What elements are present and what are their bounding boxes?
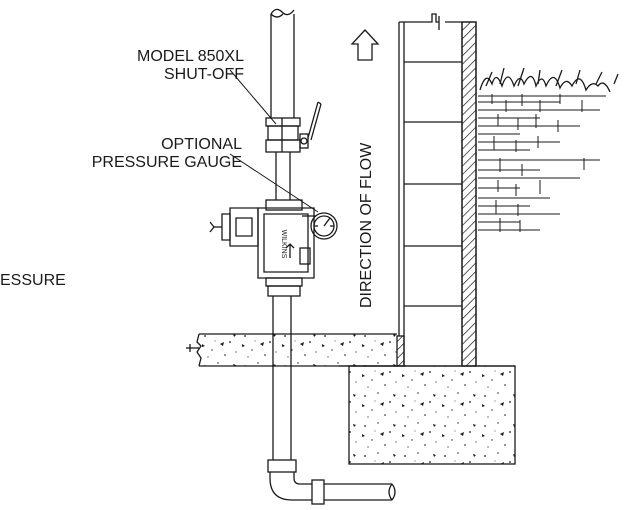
- valve-brand-text: WILKINS: [280, 230, 287, 259]
- footing: [339, 365, 516, 465]
- pressure-gauge: [302, 212, 338, 240]
- gauge-label-line1: OPTIONAL: [161, 136, 242, 153]
- flow-direction-label: DIRECTION OF FLOW: [358, 142, 375, 308]
- leader-lines: [229, 69, 319, 213]
- pressure-label-partial: ESSURE: [0, 272, 66, 289]
- flow-arrow-icon: [350, 29, 380, 61]
- plant-icon: [478, 67, 619, 232]
- riser-pipe: [270, 8, 295, 460]
- shutoff-valve: [265, 101, 322, 153]
- elbow-pipe: [267, 459, 396, 505]
- shutoff-label-line1: MODEL 850XL: [136, 48, 244, 65]
- gauge-label-line2: PRESSURE GAUGE: [91, 154, 242, 172]
- block-wall: [396, 13, 477, 367]
- shutoff-label-line2: SHUT-OFF: [164, 66, 244, 84]
- shutoff-label: MODEL 850XL SHUT-OFF: [137, 48, 244, 85]
- gauge-label: OPTIONAL PRESSURE GAUGE: [92, 136, 242, 173]
- pressure-reducing-valve: [209, 199, 315, 297]
